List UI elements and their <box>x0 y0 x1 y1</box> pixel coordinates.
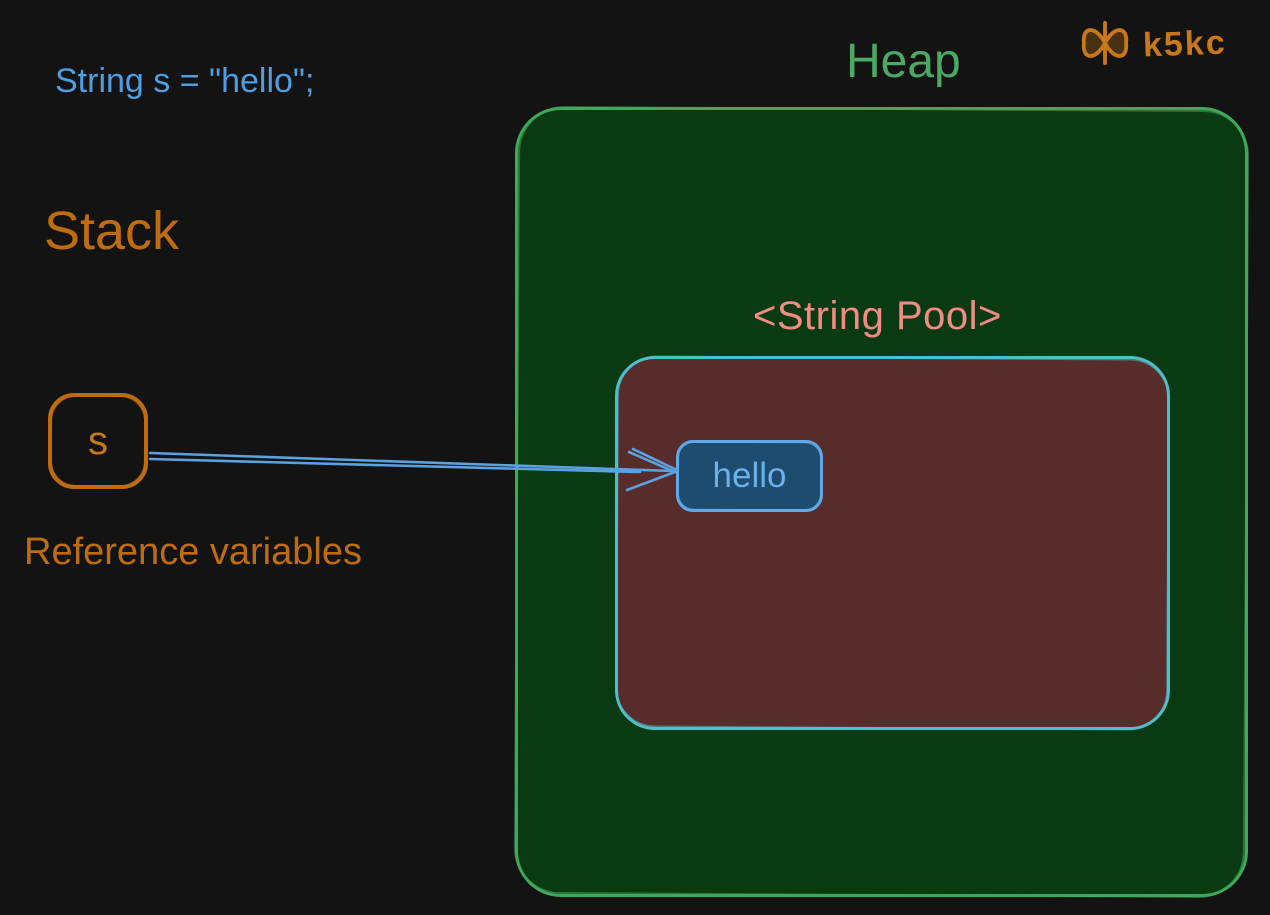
stack-variable-box: s <box>48 393 148 489</box>
reference-variables-caption: Reference variables <box>24 531 362 573</box>
heap-region-label: Heap <box>846 35 961 88</box>
stack-region-label: Stack <box>44 201 180 261</box>
stack-variable-name: s <box>88 418 108 463</box>
string-object-value: hello <box>712 456 787 495</box>
watermark-text: k5kc <box>1142 23 1228 65</box>
code-annotation: String s = "hello"; <box>55 62 315 100</box>
string-object-box: hello <box>676 440 823 512</box>
string-pool-label: <String Pool> <box>753 294 1002 338</box>
string-pool-box <box>615 356 1170 730</box>
bowtie-icon <box>1081 20 1129 66</box>
reference-arrow <box>148 447 679 492</box>
